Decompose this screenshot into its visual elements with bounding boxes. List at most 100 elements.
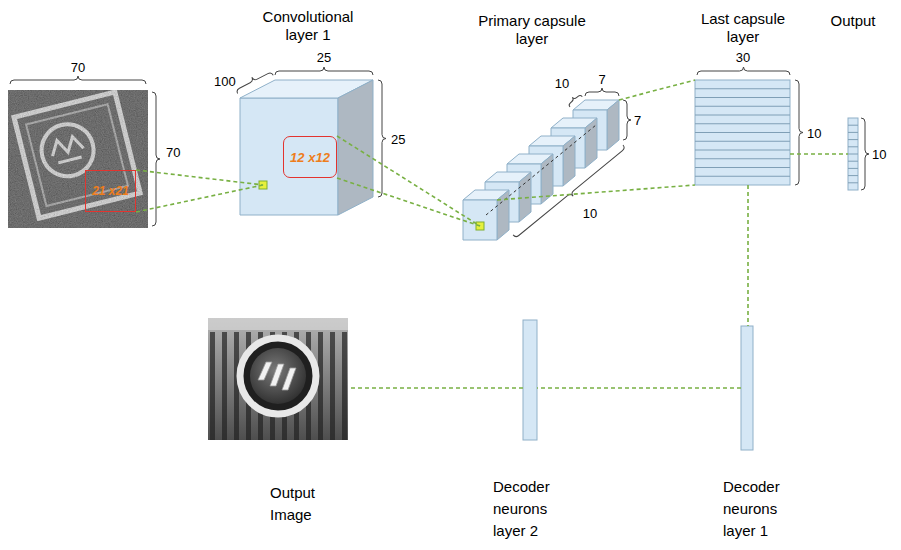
layer-title-holder: Last capsule layer (688, 10, 798, 46)
dimension-label: 10 (872, 147, 886, 162)
dimension-label: 25 (317, 50, 331, 65)
grille-bar (330, 332, 335, 440)
layer-rect (695, 80, 790, 185)
connection-line (537, 387, 741, 389)
receptive-field-box: 21 x21 (85, 170, 136, 212)
layer-title-holder: Decoder neurons layer 2 (493, 476, 568, 542)
capsule-row (695, 106, 790, 107)
cube-side-face (338, 80, 373, 215)
receptive-field-box: 12 x12 (283, 136, 337, 178)
capsule-front-face (463, 200, 497, 240)
dimension-label: 7 (598, 72, 605, 87)
connection-line (747, 185, 749, 326)
dimension-brace (152, 92, 160, 226)
dimension-brace (697, 67, 790, 75)
dimension-brace (585, 88, 619, 96)
capsule-row (848, 146, 858, 147)
dimension-label-holder: 100 (214, 74, 236, 89)
input-image (8, 90, 148, 228)
dimension-label-holder: 10 (583, 206, 597, 221)
layer-rect (848, 118, 858, 190)
capsule-row (695, 158, 790, 159)
dimension-label: 7 (634, 113, 641, 128)
dimension-label: 30 (736, 50, 750, 65)
capsule-layer: Last capsule layer (695, 80, 790, 185)
neuron-bar (741, 326, 753, 450)
capsule-row (695, 97, 790, 98)
field-size-label: 12 x12 (288, 150, 332, 165)
dimension-label-holder: 10 (555, 76, 569, 91)
output-vector: Output (848, 118, 858, 190)
layer-shape (208, 318, 348, 440)
capsule-row (695, 150, 790, 151)
grille-bar (342, 332, 347, 440)
capsule-row (695, 167, 790, 168)
layer-shape (741, 326, 753, 450)
dimension-label: 70 (166, 145, 180, 160)
dimension-label: 25 (391, 132, 405, 147)
neuron-bar (523, 320, 537, 440)
dimension-brace (861, 118, 869, 190)
dimension-brace (623, 100, 631, 140)
layer-title-holder: Output (818, 12, 888, 30)
connection-line (790, 153, 848, 155)
dimension-label-holder: 70 (71, 60, 85, 75)
dimension-label-holder: 25 (317, 50, 331, 65)
conv-layer-cube: Convolutional layer 112 x12 (238, 78, 378, 218)
dimension-label-holder: 7 (634, 113, 641, 128)
badge-emblem (258, 362, 296, 390)
dimension-brace (275, 67, 373, 75)
layer-shape (695, 80, 790, 185)
layer-title: Output Image (270, 482, 340, 526)
capsule-side-face (497, 190, 509, 240)
decoder-layer: Decoder neurons layer 2 (523, 320, 537, 440)
layer-shape (238, 78, 378, 218)
dimension-label-holder: 70 (166, 145, 180, 160)
layer-title: Primary capsule layer (470, 12, 594, 48)
layer-title: Decoder neurons layer 2 (493, 476, 568, 542)
capsule-side-face (585, 118, 597, 168)
capsule-row (848, 139, 858, 140)
grille-bar (210, 332, 215, 440)
image-noise (8, 90, 148, 228)
layer-title: Decoder neurons layer 1 (723, 476, 798, 542)
dimension-label: 10 (583, 206, 597, 221)
layer-shape (523, 320, 537, 440)
connection-line (348, 387, 523, 389)
capsule-stack: Primary capsule layer (455, 95, 630, 255)
grille-bar (318, 332, 323, 440)
capsule-row (695, 176, 790, 177)
dimension-label-holder: 25 (391, 132, 405, 147)
capsule-row (848, 154, 858, 155)
capsule-row (848, 168, 858, 169)
layer-title-holder: Output Image (270, 482, 340, 526)
field-size-label: 21 x21 (90, 184, 131, 198)
capsule-row (695, 141, 790, 142)
dimension-label-holder: 30 (736, 50, 750, 65)
position-marker (259, 181, 267, 189)
capsule-row (848, 125, 858, 126)
dimension-label: 10 (555, 76, 569, 91)
capsule-row (848, 182, 858, 183)
dimension-brace (10, 76, 146, 84)
capsule-row (695, 115, 790, 116)
output-image: Output Image (208, 318, 348, 440)
capsule-row (848, 132, 858, 133)
layer-title: Last capsule layer (688, 10, 798, 46)
capsule-side-face (563, 136, 575, 186)
grille-bar (222, 332, 227, 440)
dimension-label: 100 (214, 74, 236, 89)
layer-title: Convolutional layer 1 (248, 8, 368, 44)
badge-ring (240, 338, 316, 414)
capsule-side-face (607, 100, 619, 150)
layer-title-holder: Convolutional layer 1 (248, 8, 368, 44)
decoder-layer: Decoder neurons layer 1 (741, 326, 753, 450)
capsule-axis (486, 125, 596, 215)
dimension-braces (10, 67, 869, 241)
dimension-label: 10 (807, 126, 821, 141)
photo-ground (208, 318, 348, 440)
capsule-row (695, 132, 790, 133)
layer-shape (848, 118, 858, 190)
dimension-brace (795, 80, 803, 185)
